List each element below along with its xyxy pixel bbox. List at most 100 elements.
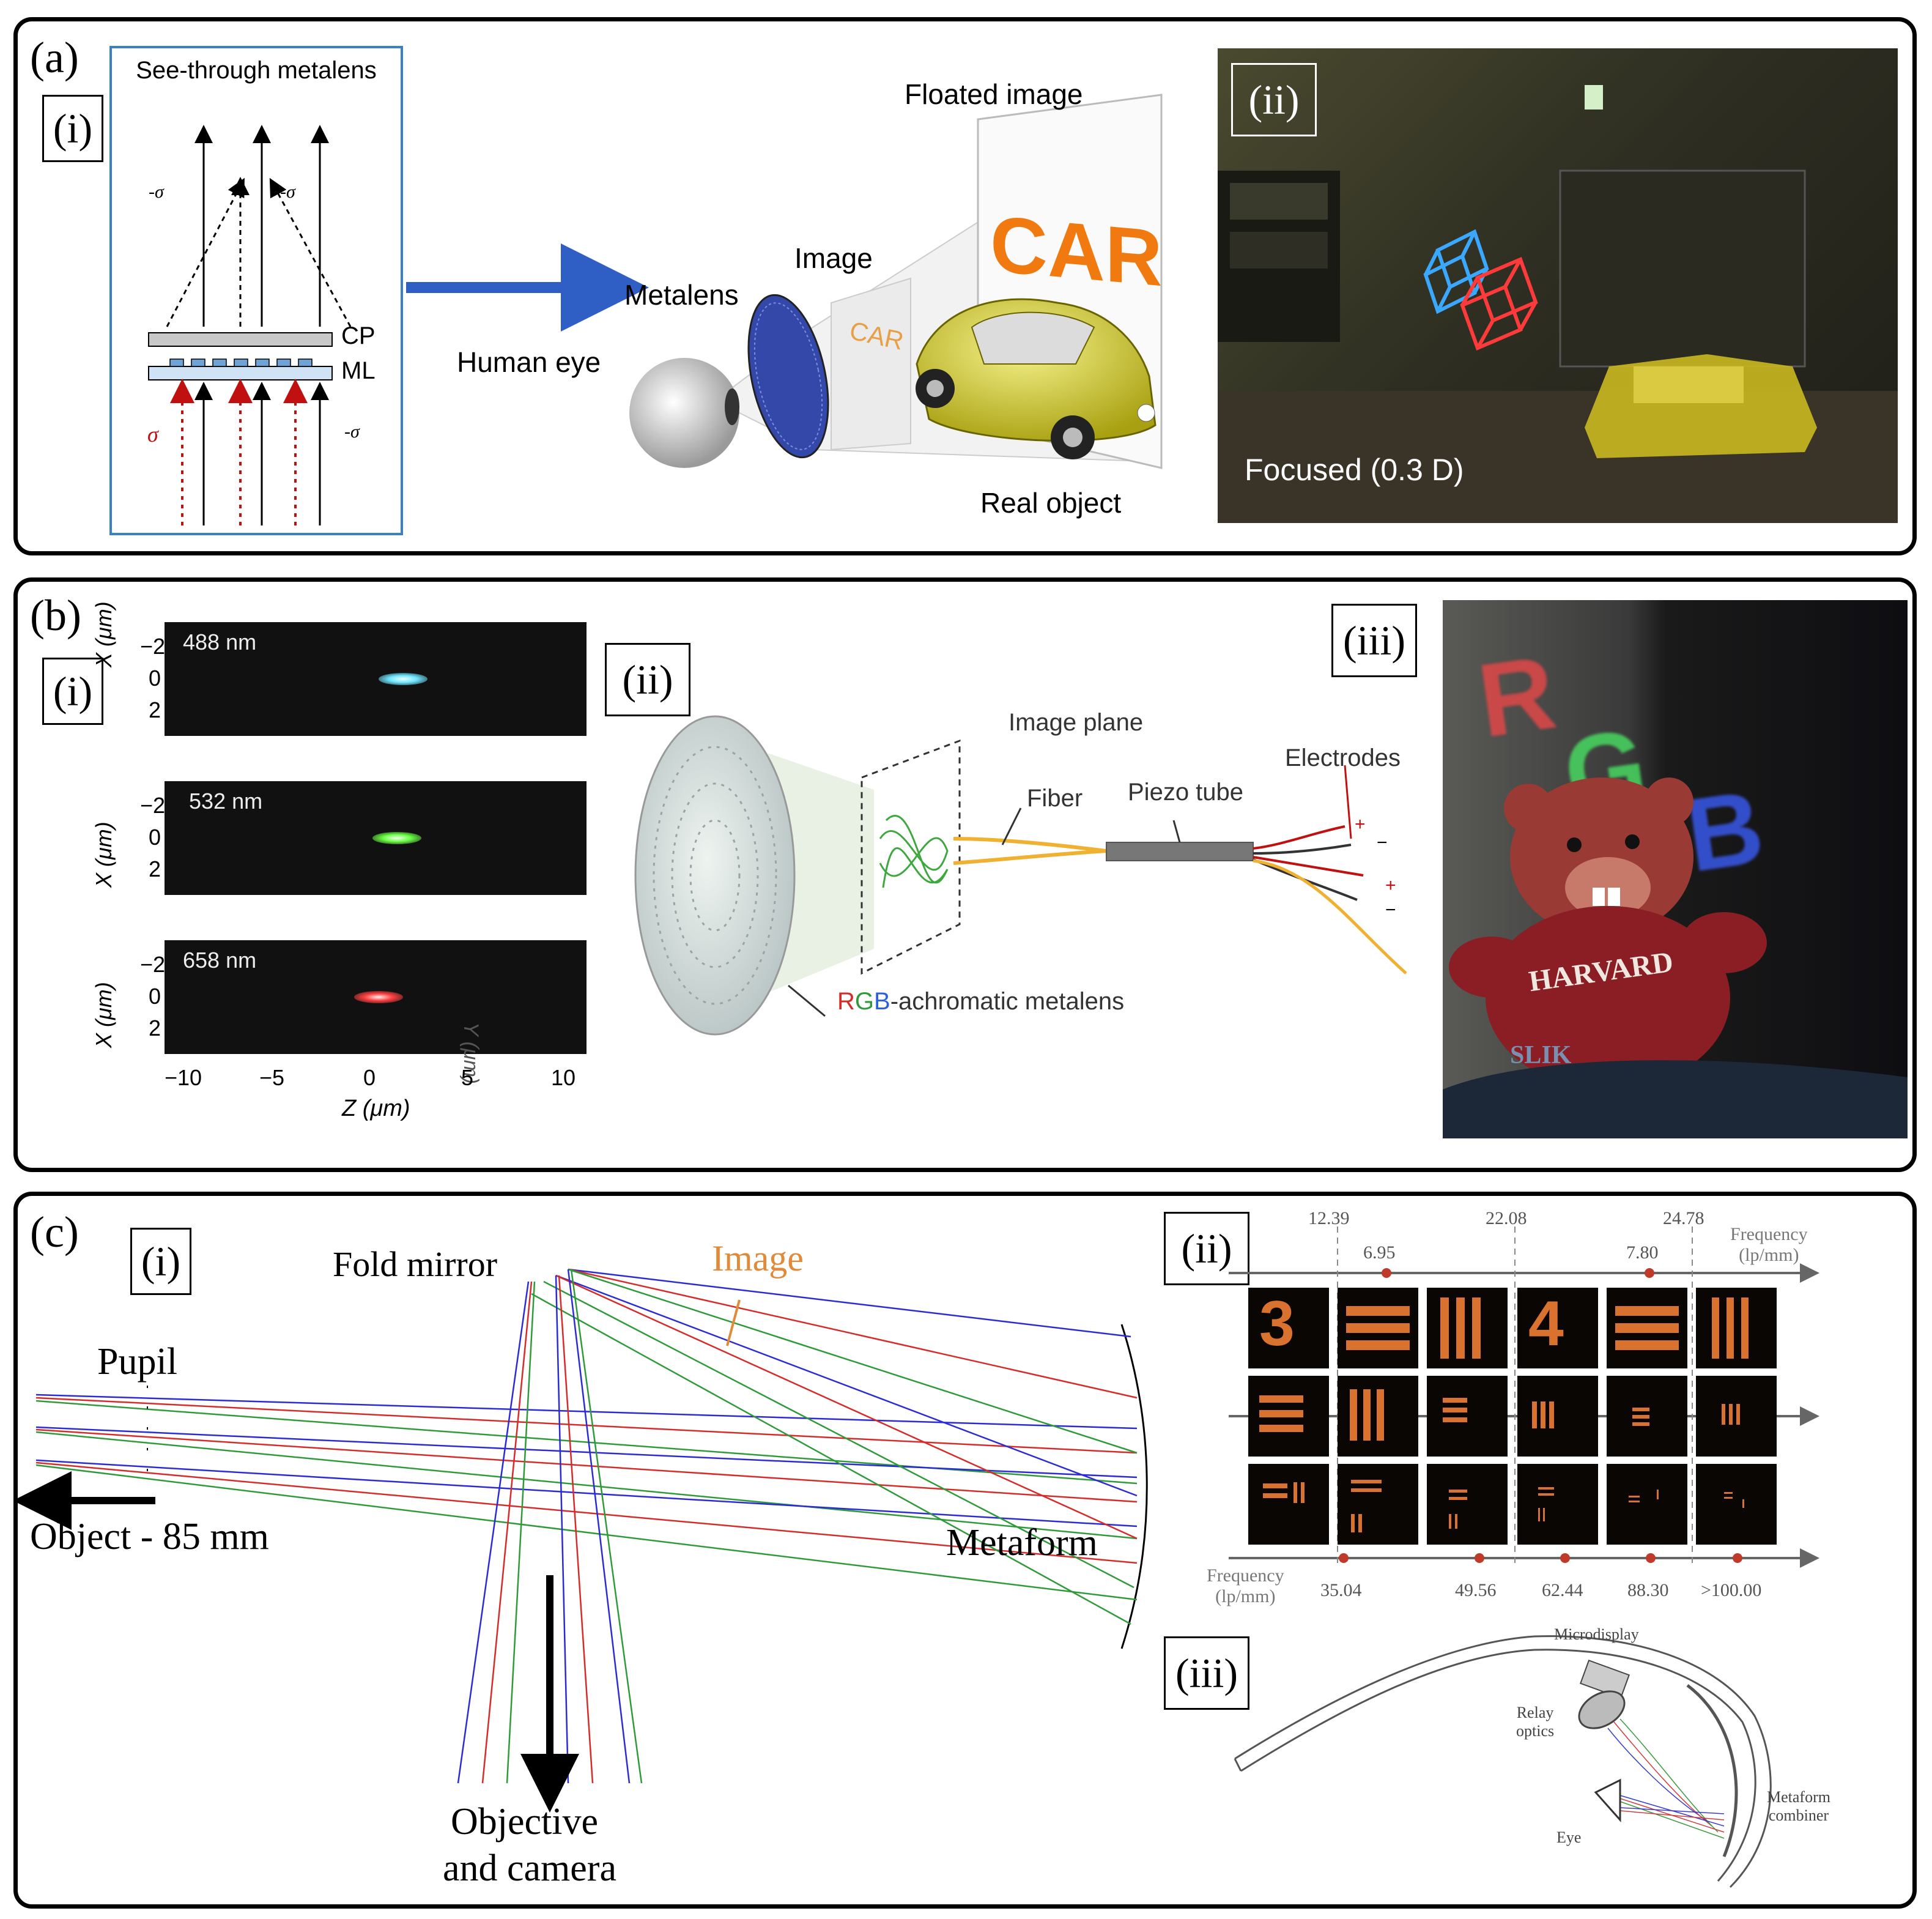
- electrodes-label: Electrodes: [1285, 744, 1401, 771]
- object-label: Object - 85 mm: [30, 1516, 269, 1557]
- y-tick: 2: [148, 1015, 161, 1041]
- freq-bottom-label: Frequency(lp/mm): [1207, 1565, 1284, 1607]
- objective-label-2: and camera: [443, 1847, 616, 1889]
- image-plane-box: [861, 739, 961, 975]
- sub-label-a-ii: (ii): [1231, 63, 1317, 136]
- electrode-plus-1: +: [1355, 814, 1366, 834]
- psf-strip-488: 488 nm: [165, 622, 587, 736]
- x-tick: 10: [551, 1065, 576, 1090]
- sigma-neg-left: -σ: [149, 182, 164, 202]
- rgb-photo: R G B HARVARD SLIK: [1443, 600, 1908, 1138]
- freq-top-1: 12.39: [1308, 1208, 1350, 1228]
- freq-top-5: 24.78: [1663, 1208, 1704, 1228]
- ml-label: ML: [341, 357, 376, 384]
- resolution-target-grid: [1229, 1227, 1819, 1568]
- inset-title: See-through metalens: [136, 57, 377, 84]
- human-eye-label: Human eye: [457, 346, 601, 378]
- microdisplay-label: Microdisplay: [1554, 1625, 1639, 1643]
- freq-top-label-1: Frequency: [1730, 1224, 1808, 1244]
- sub-label-c-iii: (iii): [1164, 1636, 1249, 1710]
- focused-photo: Focused (0.3 D): [1218, 48, 1898, 523]
- psf-strip-658: 658 nm: [165, 940, 587, 1054]
- metalens-disk: [747, 294, 829, 459]
- image-plane-label: Image plane: [1009, 709, 1144, 736]
- freq-top-label: Frequency(lp/mm): [1730, 1224, 1808, 1266]
- sub-label-c-i: (i): [130, 1228, 191, 1295]
- electrode-minus-1: −: [1377, 833, 1388, 853]
- floated-image-label: Floated image: [905, 78, 1083, 110]
- target-digit-4: 4: [1528, 1288, 1564, 1359]
- fold-mirror-label: Fold mirror: [333, 1244, 498, 1284]
- rgb-metalens-label: RGB-achromatic metalens: [837, 988, 1124, 1015]
- freq-bottom-3: 62.44: [1542, 1580, 1583, 1600]
- eye-label: Eye: [1556, 1828, 1582, 1846]
- psf-spot-488: [379, 673, 427, 685]
- sub-label-a-i: (i): [42, 95, 103, 162]
- image-label: Image: [794, 242, 873, 274]
- piezo-tube-label: Piezo tube: [1128, 779, 1244, 806]
- panel-a: (a) See-through metalens: [13, 17, 1917, 555]
- rgb-achromatic-metalens: [634, 715, 796, 1036]
- sigma-neg-bottom: -σ: [344, 421, 360, 442]
- freq-top-3: 22.08: [1486, 1208, 1527, 1228]
- metalens-ray-diagram: [148, 125, 352, 525]
- freq-bottom-2: 49.56: [1455, 1580, 1497, 1600]
- label-b: B: [874, 988, 890, 1015]
- sub-label-b-ii: (ii): [605, 643, 690, 716]
- freq-bottom-label-1: Frequency: [1207, 1565, 1284, 1586]
- sub-label-b-iii: (iii): [1331, 604, 1417, 677]
- floated-car-text: CAR: [990, 198, 1163, 303]
- image-label-c: Image: [712, 1238, 804, 1279]
- x-tick: −5: [259, 1065, 285, 1090]
- freq-top-2: 6.95: [1363, 1242, 1396, 1263]
- y-tick: 0: [148, 825, 161, 850]
- objective-label-1: Objective: [451, 1801, 599, 1843]
- relay-optics-label-2: optics: [1516, 1722, 1555, 1740]
- freq-bottom-label-2: (lp/mm): [1215, 1586, 1276, 1606]
- x-ticks: −10 −5 0 5 10: [165, 1065, 587, 1096]
- metaform-combiner-label-2: combiner: [1768, 1806, 1829, 1824]
- headset-schematic: [1234, 1635, 1772, 1888]
- psf-label-532: 532 nm: [189, 789, 263, 814]
- metaform-combiner-label-1: Metaform: [1767, 1788, 1830, 1806]
- x-tick: −10: [165, 1065, 202, 1090]
- sigma-neg-mid: -σ: [280, 182, 295, 202]
- x-tick: 0: [363, 1065, 376, 1090]
- psf-label-658: 658 nm: [183, 948, 257, 973]
- electrode-plus-2: +: [1385, 875, 1396, 896]
- y-tick: 2: [148, 856, 161, 882]
- x-tick: 5: [461, 1065, 474, 1090]
- panel-b-letter: (b): [30, 591, 81, 640]
- freq-bottom-1: 35.04: [1320, 1580, 1362, 1600]
- psf-spot-532: [372, 832, 421, 844]
- real-object-label: Real object: [980, 487, 1122, 519]
- psf-spot-658: [354, 991, 403, 1003]
- psf-label-488: 488 nm: [183, 629, 257, 655]
- electrode-minus-2: −: [1385, 900, 1396, 920]
- see-through-metalens-inset: See-through metalens: [109, 46, 403, 535]
- label-rest: -achromatic metalens: [890, 988, 1125, 1015]
- photo-scene: [1218, 85, 1898, 523]
- fiber-label: Fiber: [1027, 785, 1083, 812]
- y-tick: 0: [148, 984, 161, 1009]
- psf-strip-532: 532 nm: [165, 781, 587, 895]
- metaform-ray-diagram: [18, 1268, 1148, 1813]
- panel-a-letter: (a): [30, 33, 79, 82]
- freq-bottom-5: >100.00: [1701, 1580, 1762, 1600]
- label-r: R: [837, 988, 855, 1015]
- piezo-tube: [1106, 842, 1254, 861]
- panel-c: (c) (i): [13, 1192, 1917, 1909]
- sub-label-b-i: (i): [42, 658, 103, 725]
- y-tick: 2: [148, 697, 161, 722]
- photo-caption: Focused (0.3 D): [1245, 453, 1464, 487]
- near-eye-schematic: [629, 94, 1163, 469]
- metalens-label: Metalens: [624, 279, 739, 311]
- target-digit-3: 3: [1259, 1288, 1295, 1359]
- freq-top-4: 7.80: [1626, 1242, 1659, 1263]
- teddy-bear: [1443, 778, 1908, 1138]
- sigma-pos: σ: [147, 422, 158, 447]
- toy-car: [916, 298, 1157, 459]
